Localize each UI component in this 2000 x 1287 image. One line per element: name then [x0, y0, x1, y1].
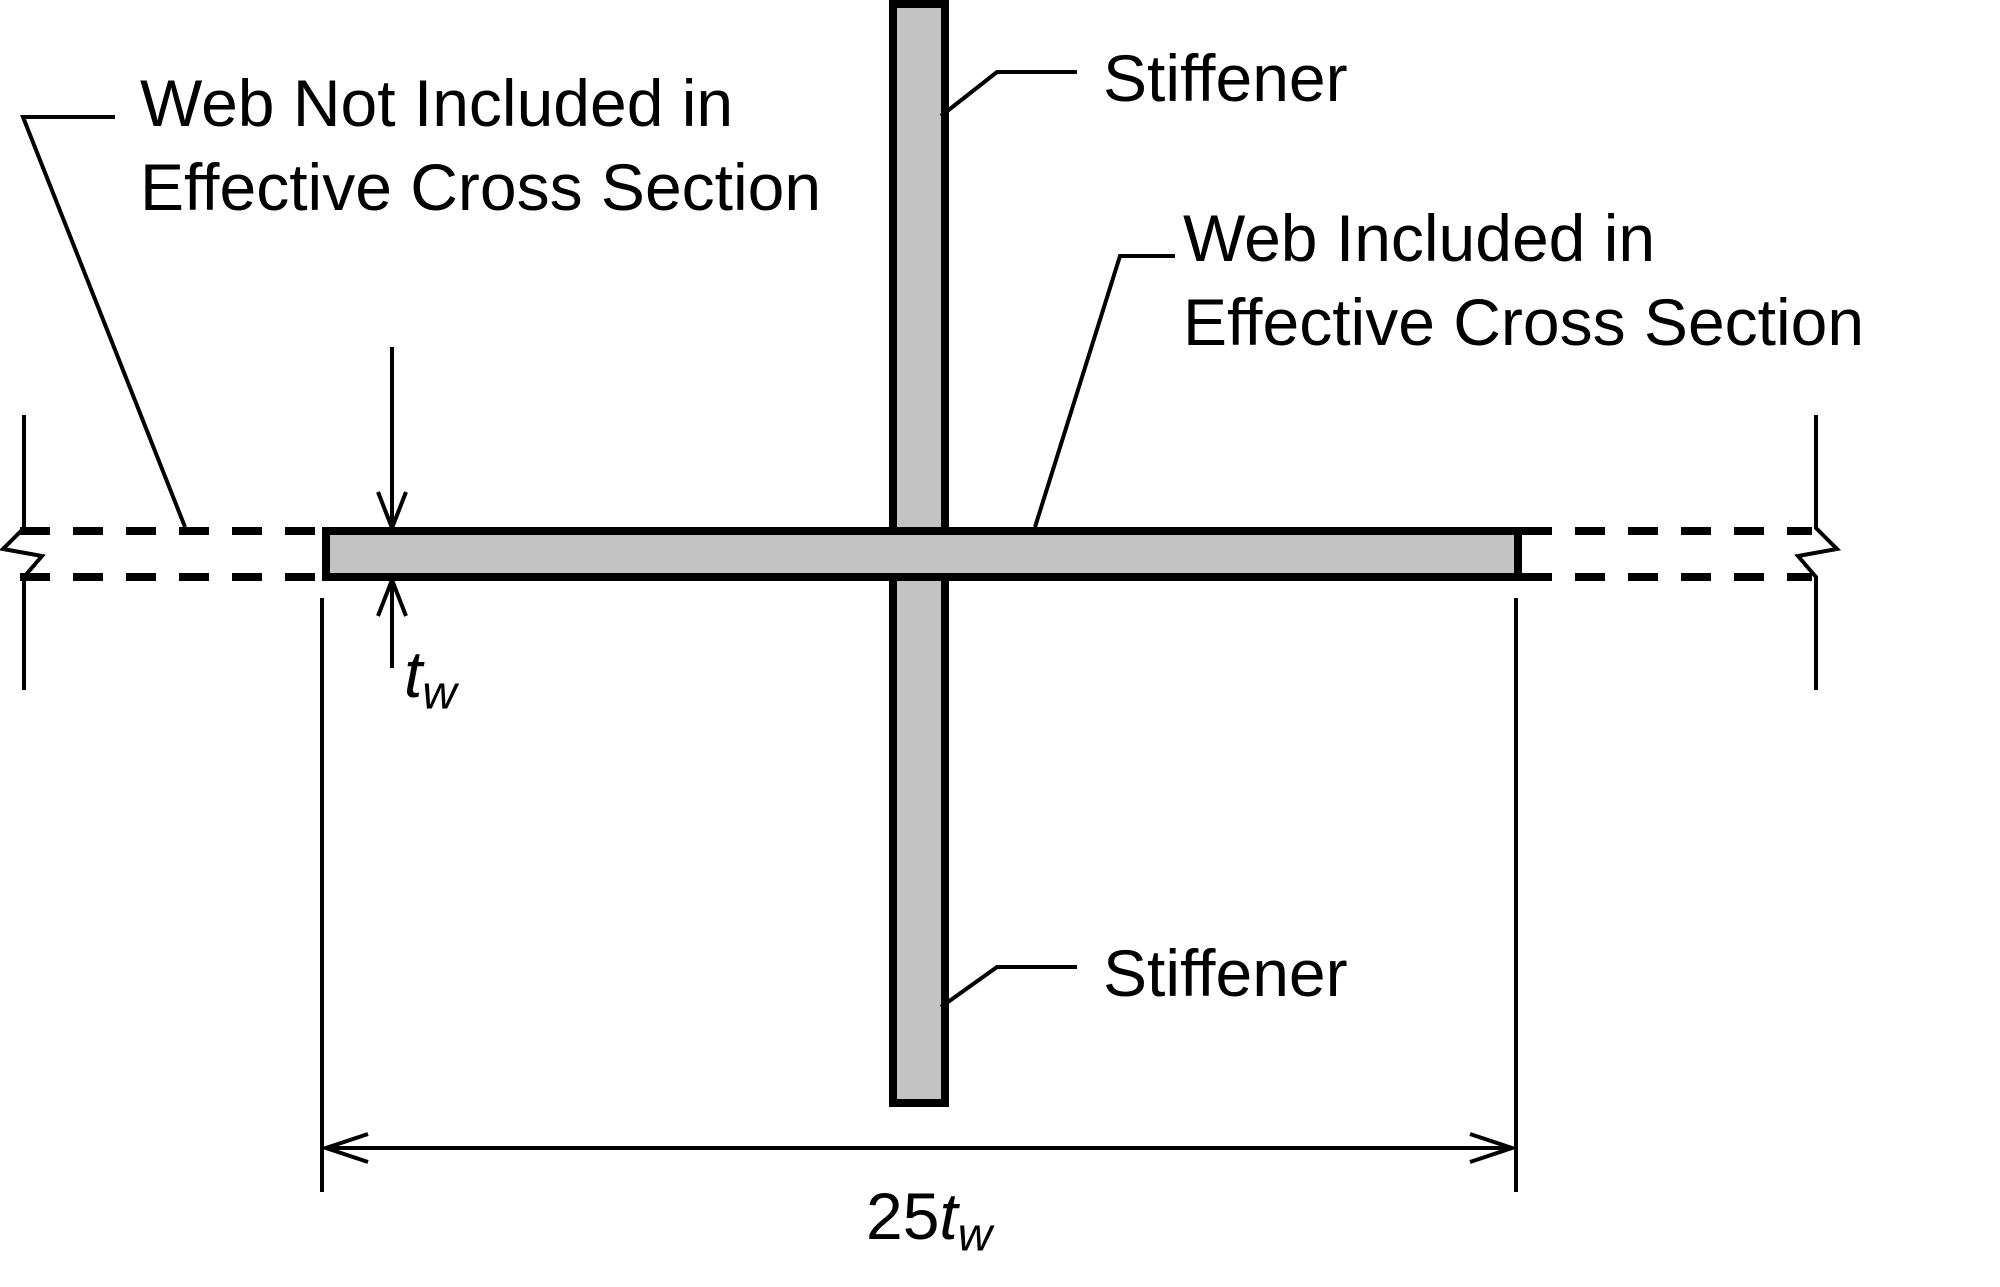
leader-stiffener-bottom: [939, 965, 1077, 1009]
break-line-right: [1794, 415, 1842, 690]
effective-width-symbol: t: [939, 1179, 958, 1253]
label-web-included: Web Included in Effective Cross Section: [1183, 196, 1864, 364]
label-stiffener-bottom: Stiffener: [1103, 936, 1348, 1010]
tw-subscript: w: [422, 666, 457, 720]
effective-width-coefficient: 25: [866, 1179, 940, 1253]
web-thickness-arrows: [376, 347, 408, 668]
leader-web-included: [1033, 254, 1175, 528]
label-effective-width: 25tw: [866, 1174, 992, 1277]
label-web-included-line2: Effective Cross Section: [1183, 285, 1865, 359]
leader-stiffener-top: [939, 70, 1077, 118]
effective-width-dimension: [319, 598, 1519, 1192]
dimension-arrowhead-left: [319, 1132, 369, 1164]
label-web-not-included: Web Not Included in Effective Cross Sect…: [140, 61, 821, 229]
web-plate: [322, 527, 1522, 581]
label-web-included-line1: Web Included in: [1183, 201, 1656, 275]
tw-arrowhead-upper: [376, 491, 408, 534]
break-line-left: [0, 415, 46, 690]
web-fill: [330, 535, 1514, 573]
tw-arrowhead-lower: [376, 574, 408, 617]
label-web-thickness: tw: [404, 632, 457, 735]
label-web-not-included-line1: Web Not Included in: [140, 66, 734, 140]
web-dashed-continuation: [20, 527, 1812, 581]
dimension-arrowhead-right: [1469, 1132, 1519, 1164]
effective-width-subscript: w: [957, 1208, 993, 1262]
label-stiffener-top: Stiffener: [1103, 41, 1348, 115]
leader-web-not-included: [20, 115, 187, 528]
label-web-not-included-line2: Effective Cross Section: [140, 150, 822, 224]
tw-symbol: t: [404, 637, 423, 711]
